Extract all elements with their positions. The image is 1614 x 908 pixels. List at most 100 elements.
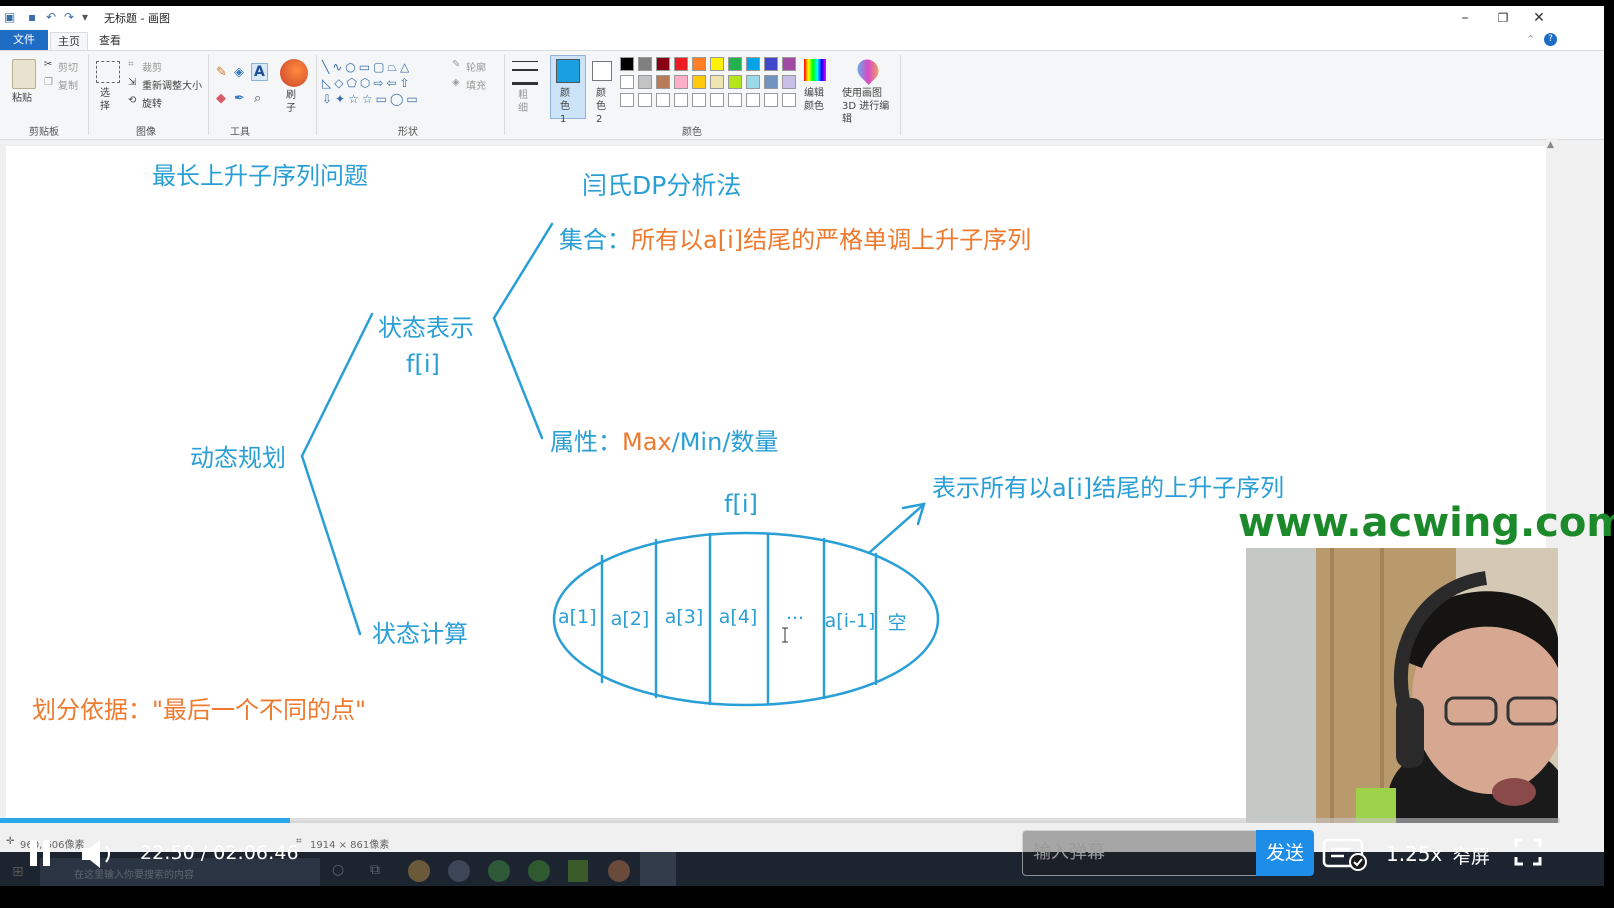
fill-shape-button[interactable]: 填充: [466, 81, 486, 92]
pause-icon[interactable]: [28, 838, 56, 870]
magnifier-icon[interactable]: ⌕: [254, 91, 262, 106]
copy-button[interactable]: 复制: [58, 81, 78, 92]
palette-swatch[interactable]: [764, 93, 778, 107]
paste-icon[interactable]: [12, 59, 36, 89]
danmaku-settings-icon[interactable]: [1322, 836, 1370, 876]
rotate-button[interactable]: 旋转: [142, 99, 162, 110]
scroll-up-icon[interactable]: ▲: [1547, 140, 1554, 150]
app-icon[interactable]: [448, 860, 470, 882]
chrome-icon[interactable]: [408, 860, 430, 882]
cut-button[interactable]: 剪切: [58, 63, 78, 74]
resize-button[interactable]: 重新调整大小: [142, 81, 202, 92]
tab-file[interactable]: 文件: [0, 30, 48, 50]
palette-swatch[interactable]: [638, 75, 652, 89]
fill-icon[interactable]: ◈: [234, 65, 244, 80]
outline-icon[interactable]: ✎: [452, 59, 461, 70]
set-line: 集合：所有以a[i]结尾的严格单调上升子序列: [559, 220, 1031, 255]
eraser-icon[interactable]: ◆: [216, 91, 226, 106]
palette-swatch[interactable]: [782, 93, 796, 107]
tab-view[interactable]: 查看: [99, 34, 121, 47]
fill-shape-icon[interactable]: ◈: [452, 77, 460, 88]
taskbar-search-box[interactable]: 在这里输入你要搜索的内容: [40, 858, 320, 886]
help-icon[interactable]: ?: [1544, 33, 1557, 46]
paint3d-icon[interactable]: [853, 55, 883, 85]
color-picker-icon[interactable]: ✒: [234, 91, 245, 106]
crop-button[interactable]: 裁剪: [142, 63, 162, 74]
save-icon[interactable]: ▪: [28, 10, 37, 24]
palette-swatch[interactable]: [692, 75, 706, 89]
palette-swatch[interactable]: [764, 57, 778, 71]
progress-track[interactable]: [0, 818, 1560, 823]
narrow-screen-button[interactable]: 窄屏: [1452, 846, 1491, 868]
palette-swatch[interactable]: [710, 93, 724, 107]
send-danmaku-button[interactable]: 发送: [1256, 830, 1314, 876]
palette-swatch[interactable]: [692, 93, 706, 107]
playback-speed[interactable]: 1.25x: [1386, 842, 1443, 866]
size-icon[interactable]: [512, 61, 538, 85]
select-icon[interactable]: [96, 61, 120, 83]
collapse-ribbon-icon[interactable]: ⌃: [1526, 33, 1536, 46]
palette-swatch[interactable]: [638, 57, 652, 71]
size-button[interactable]: 粗细: [518, 90, 528, 114]
edit-colors-icon[interactable]: [804, 59, 826, 81]
close-button[interactable]: ✕: [1533, 10, 1545, 26]
undo-icon[interactable]: ↶: [46, 10, 57, 24]
color2-swatch[interactable]: [592, 61, 612, 81]
cell-a2: a[2]: [610, 608, 650, 630]
palette-swatch[interactable]: [728, 57, 742, 71]
app-icon[interactable]: [488, 860, 510, 882]
palette-swatch[interactable]: [674, 57, 688, 71]
restore-button[interactable]: ❐: [1497, 11, 1509, 25]
resize-icon[interactable]: ⇲: [128, 77, 137, 88]
palette-swatch[interactable]: [782, 75, 796, 89]
app-icon[interactable]: [608, 860, 630, 882]
palette-swatch[interactable]: [746, 57, 760, 71]
danmaku-input[interactable]: 输入弹幕: [1022, 830, 1258, 876]
fullscreen-icon[interactable]: [1514, 838, 1542, 870]
volume-icon[interactable]: [80, 838, 116, 874]
palette-swatch[interactable]: [710, 75, 724, 89]
palette-swatch[interactable]: [656, 93, 670, 107]
palette-swatch[interactable]: [746, 93, 760, 107]
text-tool-icon[interactable]: A: [251, 63, 268, 81]
redo-icon[interactable]: ↷: [64, 10, 75, 24]
paste-button[interactable]: 粘贴: [12, 93, 32, 104]
windows-start-icon[interactable]: ⊞: [12, 864, 24, 880]
edit-colors-button[interactable]: 编辑颜色: [804, 88, 824, 112]
palette-swatch[interactable]: [692, 57, 706, 71]
palette-swatch[interactable]: [656, 75, 670, 89]
palette-swatch[interactable]: [656, 57, 670, 71]
palette-swatch[interactable]: [710, 57, 724, 71]
palette-swatch[interactable]: [620, 93, 634, 107]
palette-swatch[interactable]: [620, 75, 634, 89]
cut-icon[interactable]: ✂: [44, 59, 53, 70]
app-icon[interactable]: [568, 860, 588, 882]
outline-button[interactable]: 轮廓: [466, 63, 486, 74]
crop-icon[interactable]: ⌗: [128, 59, 134, 70]
palette-swatch[interactable]: [638, 93, 652, 107]
paint3d-button[interactable]: 使用画图 3D 进行编辑: [842, 88, 890, 125]
brush-icon[interactable]: [280, 59, 308, 87]
palette-swatch[interactable]: [674, 93, 688, 107]
paint-task-icon[interactable]: [640, 852, 676, 886]
palette-swatch[interactable]: [782, 57, 796, 71]
cortana-icon[interactable]: ○: [332, 862, 345, 878]
copy-icon[interactable]: ❐: [44, 77, 53, 88]
palette-swatch[interactable]: [764, 75, 778, 89]
quick-access-dropdown-icon[interactable]: ▾: [82, 10, 89, 24]
minimize-button[interactable]: –: [1461, 10, 1469, 26]
select-button[interactable]: 选择: [100, 88, 110, 112]
palette-swatch[interactable]: [746, 75, 760, 89]
palette-swatch[interactable]: [674, 75, 688, 89]
pencil-icon[interactable]: ✎: [216, 65, 227, 80]
palette-swatch[interactable]: [728, 75, 742, 89]
palette-swatch[interactable]: [728, 93, 742, 107]
rotate-icon[interactable]: ⟲: [128, 95, 137, 106]
shapes-gallery[interactable]: ╲∿○▭▢⏢△◺◇⬠⬡⇨⇦⇧⇩✦☆☆▭◯▭: [322, 60, 421, 106]
palette-swatch[interactable]: [620, 57, 634, 71]
tab-home[interactable]: 主页: [50, 32, 88, 51]
color1-swatch[interactable]: [556, 59, 580, 83]
task-view-icon[interactable]: ⧉: [370, 862, 380, 878]
brushes-button[interactable]: 刷子: [286, 90, 296, 114]
wechat-icon[interactable]: [528, 860, 550, 882]
